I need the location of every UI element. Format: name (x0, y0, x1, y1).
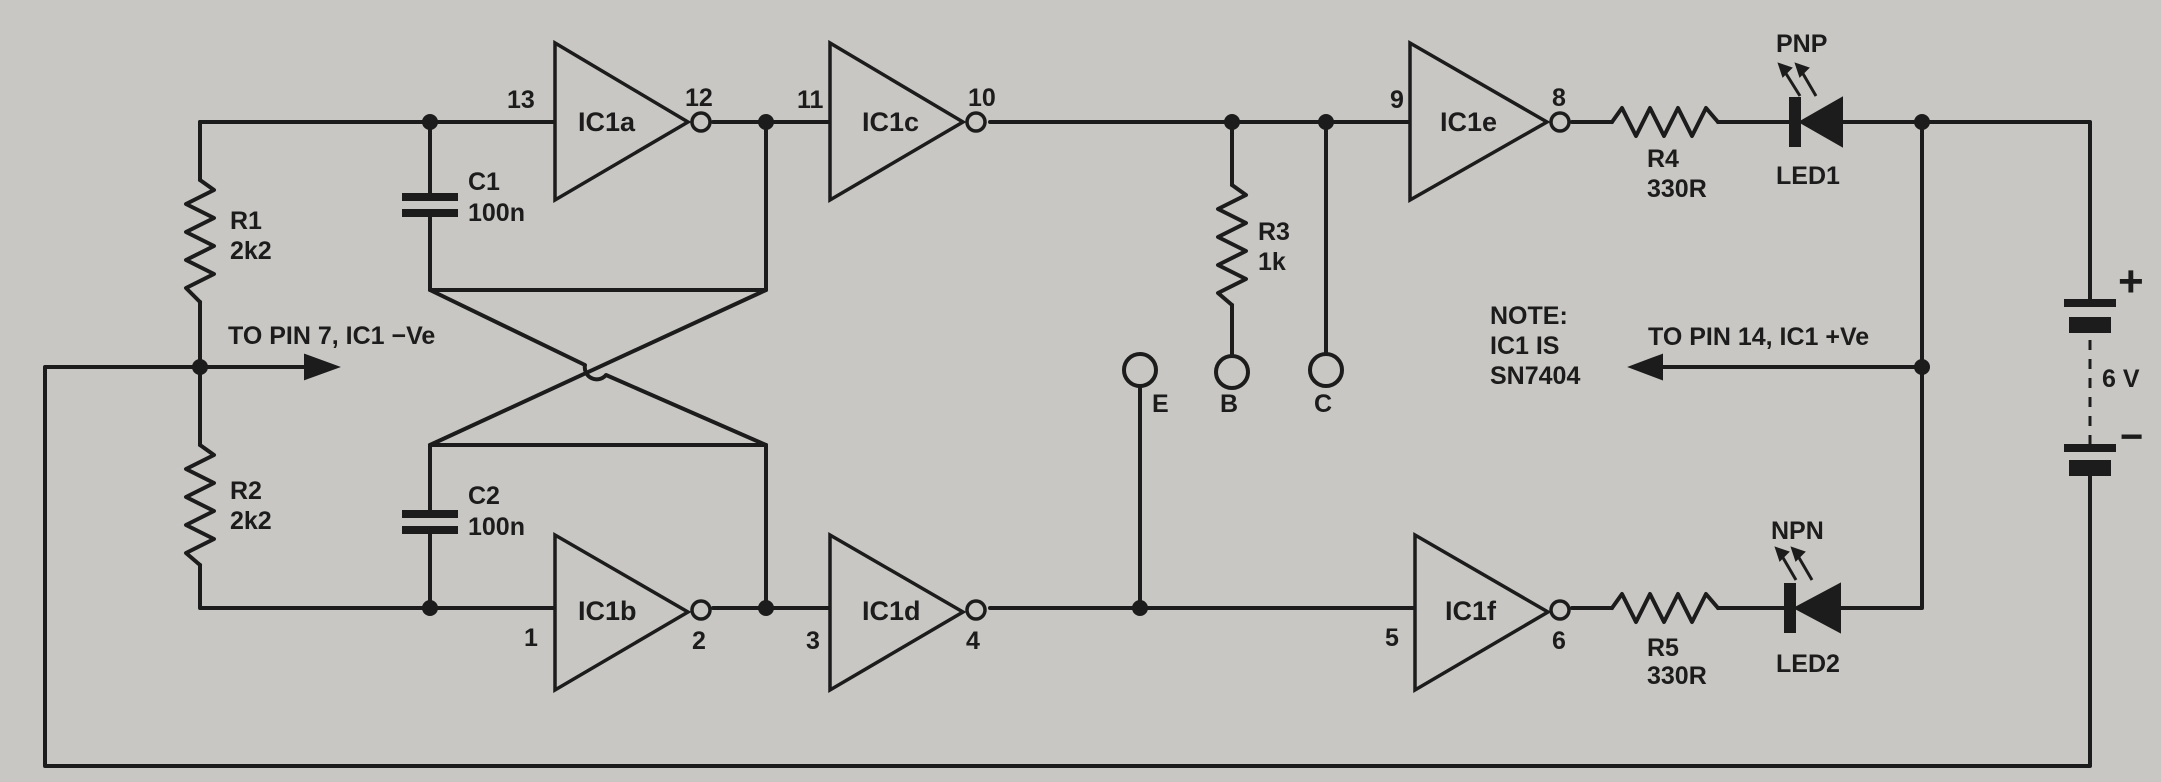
note-line-3: SN7404 (1490, 362, 1580, 390)
r4-name: R4 (1647, 145, 1679, 173)
pin-out-ic1d: 4 (966, 627, 980, 655)
gate-ic1d (828, 531, 987, 694)
gate-label-ic1d: IC1d (862, 596, 921, 626)
gate-ic1e (1408, 39, 1571, 204)
note-line-2: IC1 IS (1490, 332, 1559, 360)
pin-out-ic1a: 12 (685, 84, 713, 112)
note-line-1: NOTE: (1490, 302, 1568, 330)
terminal-b-label: B (1220, 390, 1238, 418)
pin-in-ic1d: 3 (806, 627, 820, 655)
r1-value: 2k2 (230, 237, 272, 265)
terminal-c-label: C (1314, 390, 1332, 418)
capacitor-c1 (402, 193, 458, 217)
resistor-r5 (1610, 592, 1720, 624)
r3-name: R3 (1258, 218, 1290, 246)
pin-in-ic1e: 9 (1390, 86, 1404, 114)
neg-supply-arrow (198, 353, 341, 381)
pin-in-ic1c: 11 (797, 86, 824, 114)
led2-name: LED2 (1776, 650, 1840, 678)
terminal-e-label: E (1152, 390, 1169, 418)
c2-value: 100n (468, 513, 525, 541)
r5-value: 330R (1647, 662, 1707, 690)
battery-voltage: 6 V (2102, 365, 2140, 393)
terminal-e (1122, 352, 1158, 388)
battery (2064, 299, 2116, 476)
pin-out-ic1e: 8 (1552, 84, 1566, 112)
gate-ic1b (553, 531, 712, 694)
c1-value: 100n (468, 199, 525, 227)
c2-name: C2 (468, 482, 500, 510)
junctions (192, 114, 1930, 616)
led1-name: LED1 (1776, 162, 1840, 190)
battery-minus: − (2120, 415, 2143, 459)
pin-out-ic1b: 2 (692, 627, 706, 655)
gate-ic1c (828, 39, 987, 204)
resistor-r4 (1610, 106, 1720, 138)
battery-plus: + (2118, 257, 2144, 306)
resistor-r1 (184, 178, 216, 304)
cross-coupling (428, 288, 768, 447)
r2-name: R2 (230, 477, 262, 505)
r4-value: 330R (1647, 175, 1707, 203)
gate-label-ic1a: IC1a (578, 107, 636, 137)
resistor-r3 (1216, 183, 1248, 307)
led-led1 (1777, 62, 1864, 148)
r2-value: 2k2 (230, 507, 272, 535)
gate-label-ic1f: IC1f (1445, 596, 1497, 626)
capacitor-c2 (402, 510, 458, 534)
gate-label-ic1c: IC1c (862, 107, 919, 137)
gate-ic1a (553, 39, 712, 204)
gate-label-ic1e: IC1e (1440, 107, 1497, 137)
pin-in-ic1b: 1 (524, 624, 538, 652)
pos-supply-label: TO PIN 14, IC1 +Ve (1648, 323, 1869, 351)
led-led2 (1774, 546, 1864, 634)
pin-in-ic1f: 5 (1385, 624, 1399, 652)
pin-out-ic1f: 6 (1552, 627, 1566, 655)
terminal-c (1308, 352, 1344, 388)
led1-type: PNP (1776, 30, 1827, 58)
r5-name: R5 (1647, 634, 1679, 662)
pin-in-ic1a: 13 (507, 86, 535, 114)
led2-type: NPN (1771, 517, 1824, 545)
wires (43, 120, 2092, 768)
r1-name: R1 (230, 207, 262, 235)
terminal-b (1214, 354, 1250, 390)
pos-supply-arrow (1627, 353, 1924, 381)
gate-ic1f (1413, 531, 1571, 694)
gate-label-ic1b: IC1b (578, 596, 637, 626)
c1-name: C1 (468, 168, 500, 196)
r3-value: 1k (1258, 248, 1286, 276)
pin-out-ic1c: 10 (968, 84, 996, 112)
resistor-r2 (184, 443, 216, 567)
neg-supply-label: TO PIN 7, IC1 −Ve (228, 322, 435, 350)
